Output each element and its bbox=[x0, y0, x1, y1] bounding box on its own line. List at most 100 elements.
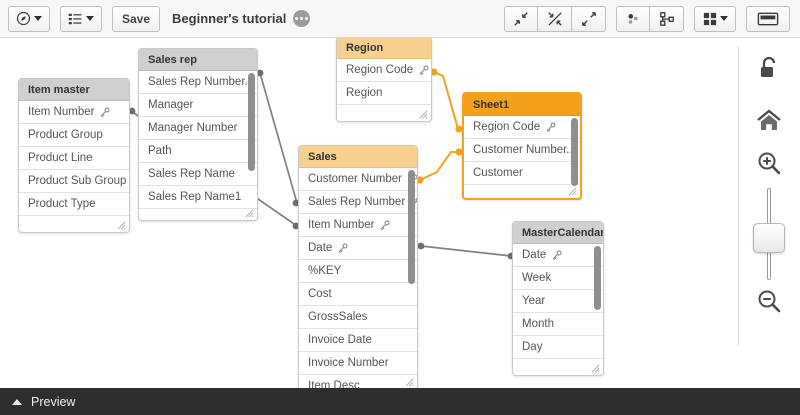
toolbar-left-group: Save Beginner's tutorial bbox=[8, 5, 311, 32]
preview-bar[interactable]: Preview bbox=[0, 388, 800, 415]
field-row[interactable]: Region Code bbox=[464, 116, 580, 139]
document-title: Beginner's tutorial bbox=[172, 11, 287, 26]
resize-grip-icon[interactable] bbox=[117, 221, 126, 230]
resize-grip-icon[interactable] bbox=[405, 378, 414, 387]
home-icon[interactable] bbox=[756, 109, 782, 138]
link-sales-to-sheet1 bbox=[416, 148, 463, 184]
field-row[interactable]: Product Type bbox=[19, 193, 129, 216]
field-row[interactable]: Invoice Number bbox=[299, 352, 417, 375]
arrows-expand-icon bbox=[581, 11, 596, 26]
field-row[interactable]: Invoice Date bbox=[299, 329, 417, 352]
field-row[interactable]: Year bbox=[513, 290, 603, 313]
field-row-empty bbox=[139, 209, 257, 220]
field-label: Sales Rep Number... bbox=[148, 75, 255, 88]
chevron-down-icon bbox=[34, 16, 42, 21]
vertical-scrollbar[interactable] bbox=[408, 170, 415, 284]
field-row[interactable]: Customer bbox=[464, 162, 580, 185]
field-row[interactable]: Manager bbox=[139, 94, 257, 117]
table-title-sales[interactable]: Sales bbox=[299, 146, 417, 168]
field-label: Year bbox=[522, 294, 546, 307]
field-row[interactable]: %KEY bbox=[299, 260, 417, 283]
field-row[interactable]: Product Group bbox=[19, 124, 129, 147]
resize-grip-icon[interactable] bbox=[568, 187, 577, 196]
field-row[interactable]: Customer Number... bbox=[464, 139, 580, 162]
bubble-view-button[interactable] bbox=[616, 5, 650, 32]
field-row[interactable]: Sales Rep Name bbox=[139, 163, 257, 186]
field-label: Invoice Number bbox=[308, 356, 389, 369]
field-row[interactable]: Region bbox=[337, 82, 431, 105]
zoom-in-icon[interactable] bbox=[756, 150, 782, 181]
field-row[interactable]: Cost bbox=[299, 283, 417, 306]
expand-all-button[interactable] bbox=[572, 5, 606, 32]
break-link-button[interactable] bbox=[538, 5, 572, 32]
vertical-scrollbar[interactable] bbox=[248, 73, 255, 171]
zoom-out-icon[interactable] bbox=[756, 288, 782, 319]
field-row[interactable]: Sales Rep Number bbox=[299, 191, 417, 214]
collapse-all-button[interactable] bbox=[504, 5, 538, 32]
vertical-scrollbar[interactable] bbox=[571, 118, 578, 186]
field-label: Week bbox=[522, 271, 552, 284]
navigation-button[interactable] bbox=[8, 5, 50, 32]
field-row[interactable]: GrossSales bbox=[299, 306, 417, 329]
field-row[interactable]: Week bbox=[513, 267, 603, 290]
field-label: Sales Rep Name bbox=[148, 167, 235, 180]
table-title-region[interactable]: Region bbox=[337, 38, 431, 59]
more-dots-icon[interactable] bbox=[293, 10, 311, 27]
field-row[interactable]: Date bbox=[513, 244, 603, 267]
field-label: Date bbox=[522, 248, 547, 261]
field-row[interactable]: Product Line bbox=[19, 147, 129, 170]
rail-divider bbox=[738, 46, 739, 346]
tree-view-button[interactable] bbox=[650, 5, 684, 32]
key-icon bbox=[419, 65, 429, 75]
key-icon bbox=[553, 250, 562, 260]
field-label: Cost bbox=[308, 287, 332, 300]
resize-grip-icon[interactable] bbox=[591, 364, 600, 373]
link-region-to-sheet1 bbox=[430, 68, 463, 133]
save-button[interactable]: Save bbox=[112, 5, 161, 32]
chevron-down-icon bbox=[719, 16, 728, 21]
table-title-mastercalendar[interactable]: MasterCalendar bbox=[513, 222, 603, 244]
field-row[interactable]: Product Sub Group bbox=[19, 170, 129, 193]
field-row[interactable]: Item Number bbox=[19, 101, 129, 124]
resize-grip-icon[interactable] bbox=[245, 209, 254, 218]
link-sales-to-mastercalendar bbox=[417, 242, 515, 260]
field-row[interactable]: Item Desc bbox=[299, 375, 417, 389]
field-row[interactable]: Manager Number bbox=[139, 117, 257, 140]
break-link-icon bbox=[547, 11, 562, 26]
field-row[interactable]: Customer Number bbox=[299, 168, 417, 191]
vertical-scrollbar[interactable] bbox=[594, 246, 601, 310]
toolbar-right-group bbox=[504, 5, 790, 32]
sheet-list-button[interactable] bbox=[60, 5, 102, 32]
table-title-item-master[interactable]: Item master bbox=[19, 79, 129, 101]
table-title-sales-rep[interactable]: Sales rep bbox=[139, 49, 257, 71]
field-label: Date bbox=[308, 241, 333, 254]
field-row[interactable]: Sales Rep Name1 bbox=[139, 186, 257, 209]
resize-grip-icon[interactable] bbox=[419, 110, 428, 119]
unlock-icon[interactable] bbox=[758, 56, 780, 87]
field-row[interactable]: Region Code bbox=[337, 59, 431, 82]
table-title-sheet1[interactable]: Sheet1 bbox=[464, 94, 580, 116]
field-row[interactable]: Month bbox=[513, 313, 603, 336]
panel-toggle-button[interactable] bbox=[746, 5, 790, 32]
zoom-slider[interactable] bbox=[753, 188, 785, 280]
field-row[interactable]: Sales Rep Number... bbox=[139, 71, 257, 94]
key-icon bbox=[381, 220, 390, 230]
field-row[interactable]: Item Number bbox=[299, 214, 417, 237]
field-row[interactable]: Day bbox=[513, 336, 603, 359]
field-row[interactable]: Date bbox=[299, 237, 417, 260]
zoom-slider-handle[interactable] bbox=[753, 223, 785, 253]
field-row[interactable]: Path bbox=[139, 140, 257, 163]
field-label: Invoice Date bbox=[308, 333, 372, 346]
field-row-empty bbox=[337, 105, 431, 121]
grid-layout-button[interactable] bbox=[694, 5, 736, 32]
